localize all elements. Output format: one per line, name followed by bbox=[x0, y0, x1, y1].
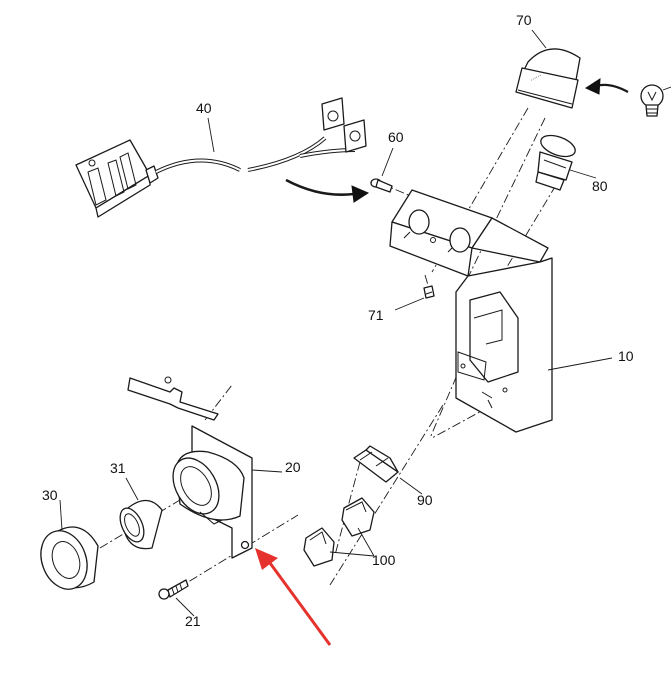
lamp-cap-70[interactable]: ⋯⋯ bbox=[515, 48, 581, 109]
part-labels: 70 40 60 80 71 10 20 31 30 90 100 21 bbox=[42, 12, 634, 629]
label-20: 20 bbox=[285, 459, 301, 475]
label-30: 30 bbox=[42, 487, 58, 503]
label-71: 71 bbox=[368, 307, 384, 323]
screw-71[interactable] bbox=[423, 285, 435, 299]
svg-text:⋯⋯: ⋯⋯ bbox=[530, 73, 543, 84]
screw-60[interactable] bbox=[370, 178, 393, 193]
mounting-plate-20[interactable] bbox=[127, 376, 253, 559]
label-70: 70 bbox=[516, 12, 532, 28]
label-10: 10 bbox=[618, 348, 634, 364]
label-40: 40 bbox=[196, 100, 212, 116]
label-80: 80 bbox=[592, 178, 608, 194]
bezel-ring-30[interactable] bbox=[33, 524, 99, 595]
bolt-21[interactable] bbox=[158, 579, 189, 600]
insert-arrow-icon bbox=[584, 78, 629, 95]
bracket-housing-10[interactable] bbox=[389, 189, 553, 433]
highlight-arrow bbox=[255, 548, 332, 646]
clip-pair-100[interactable] bbox=[303, 497, 375, 567]
label-100: 100 bbox=[372, 552, 396, 568]
label-31: 31 bbox=[110, 460, 126, 476]
connector-harness-40[interactable] bbox=[75, 97, 367, 218]
label-21: 21 bbox=[185, 613, 201, 629]
clip-90[interactable] bbox=[353, 445, 399, 483]
ring-31[interactable] bbox=[115, 499, 163, 550]
label-60: 60 bbox=[388, 129, 404, 145]
leader-lines bbox=[59, 29, 613, 617]
light-bulb-icon bbox=[640, 84, 671, 117]
label-90: 90 bbox=[417, 492, 433, 508]
route-arrow-icon bbox=[285, 178, 370, 203]
lamp-socket-80[interactable] bbox=[535, 131, 578, 191]
